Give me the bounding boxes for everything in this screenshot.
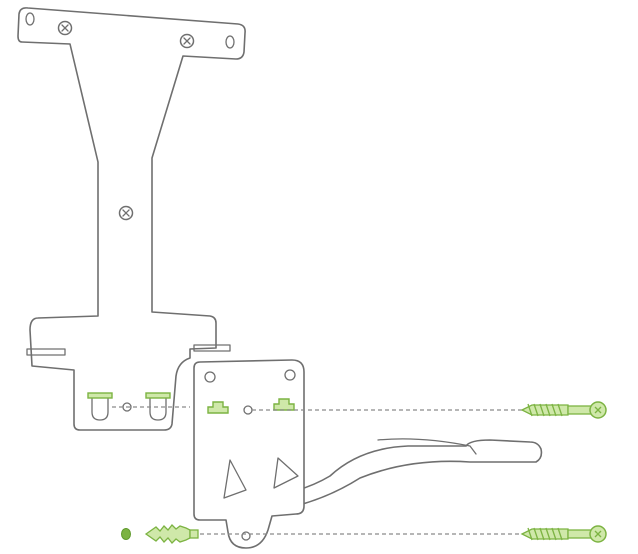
upper-wall-bracket: [193, 359, 305, 549]
plate-hook-right: [145, 392, 171, 421]
plate-hook-left: [87, 392, 113, 421]
wood-screw: [520, 401, 607, 419]
plate-screw-center: [118, 205, 134, 221]
mounting-plate: [17, 7, 246, 431]
wood-screw: [520, 525, 607, 543]
bracket-tab-left: [207, 401, 229, 414]
plate-screw-left: [57, 20, 73, 36]
plate-screw-right: [179, 33, 195, 49]
wall-anchor: [144, 524, 199, 544]
drill-hole-marker: [121, 528, 131, 540]
